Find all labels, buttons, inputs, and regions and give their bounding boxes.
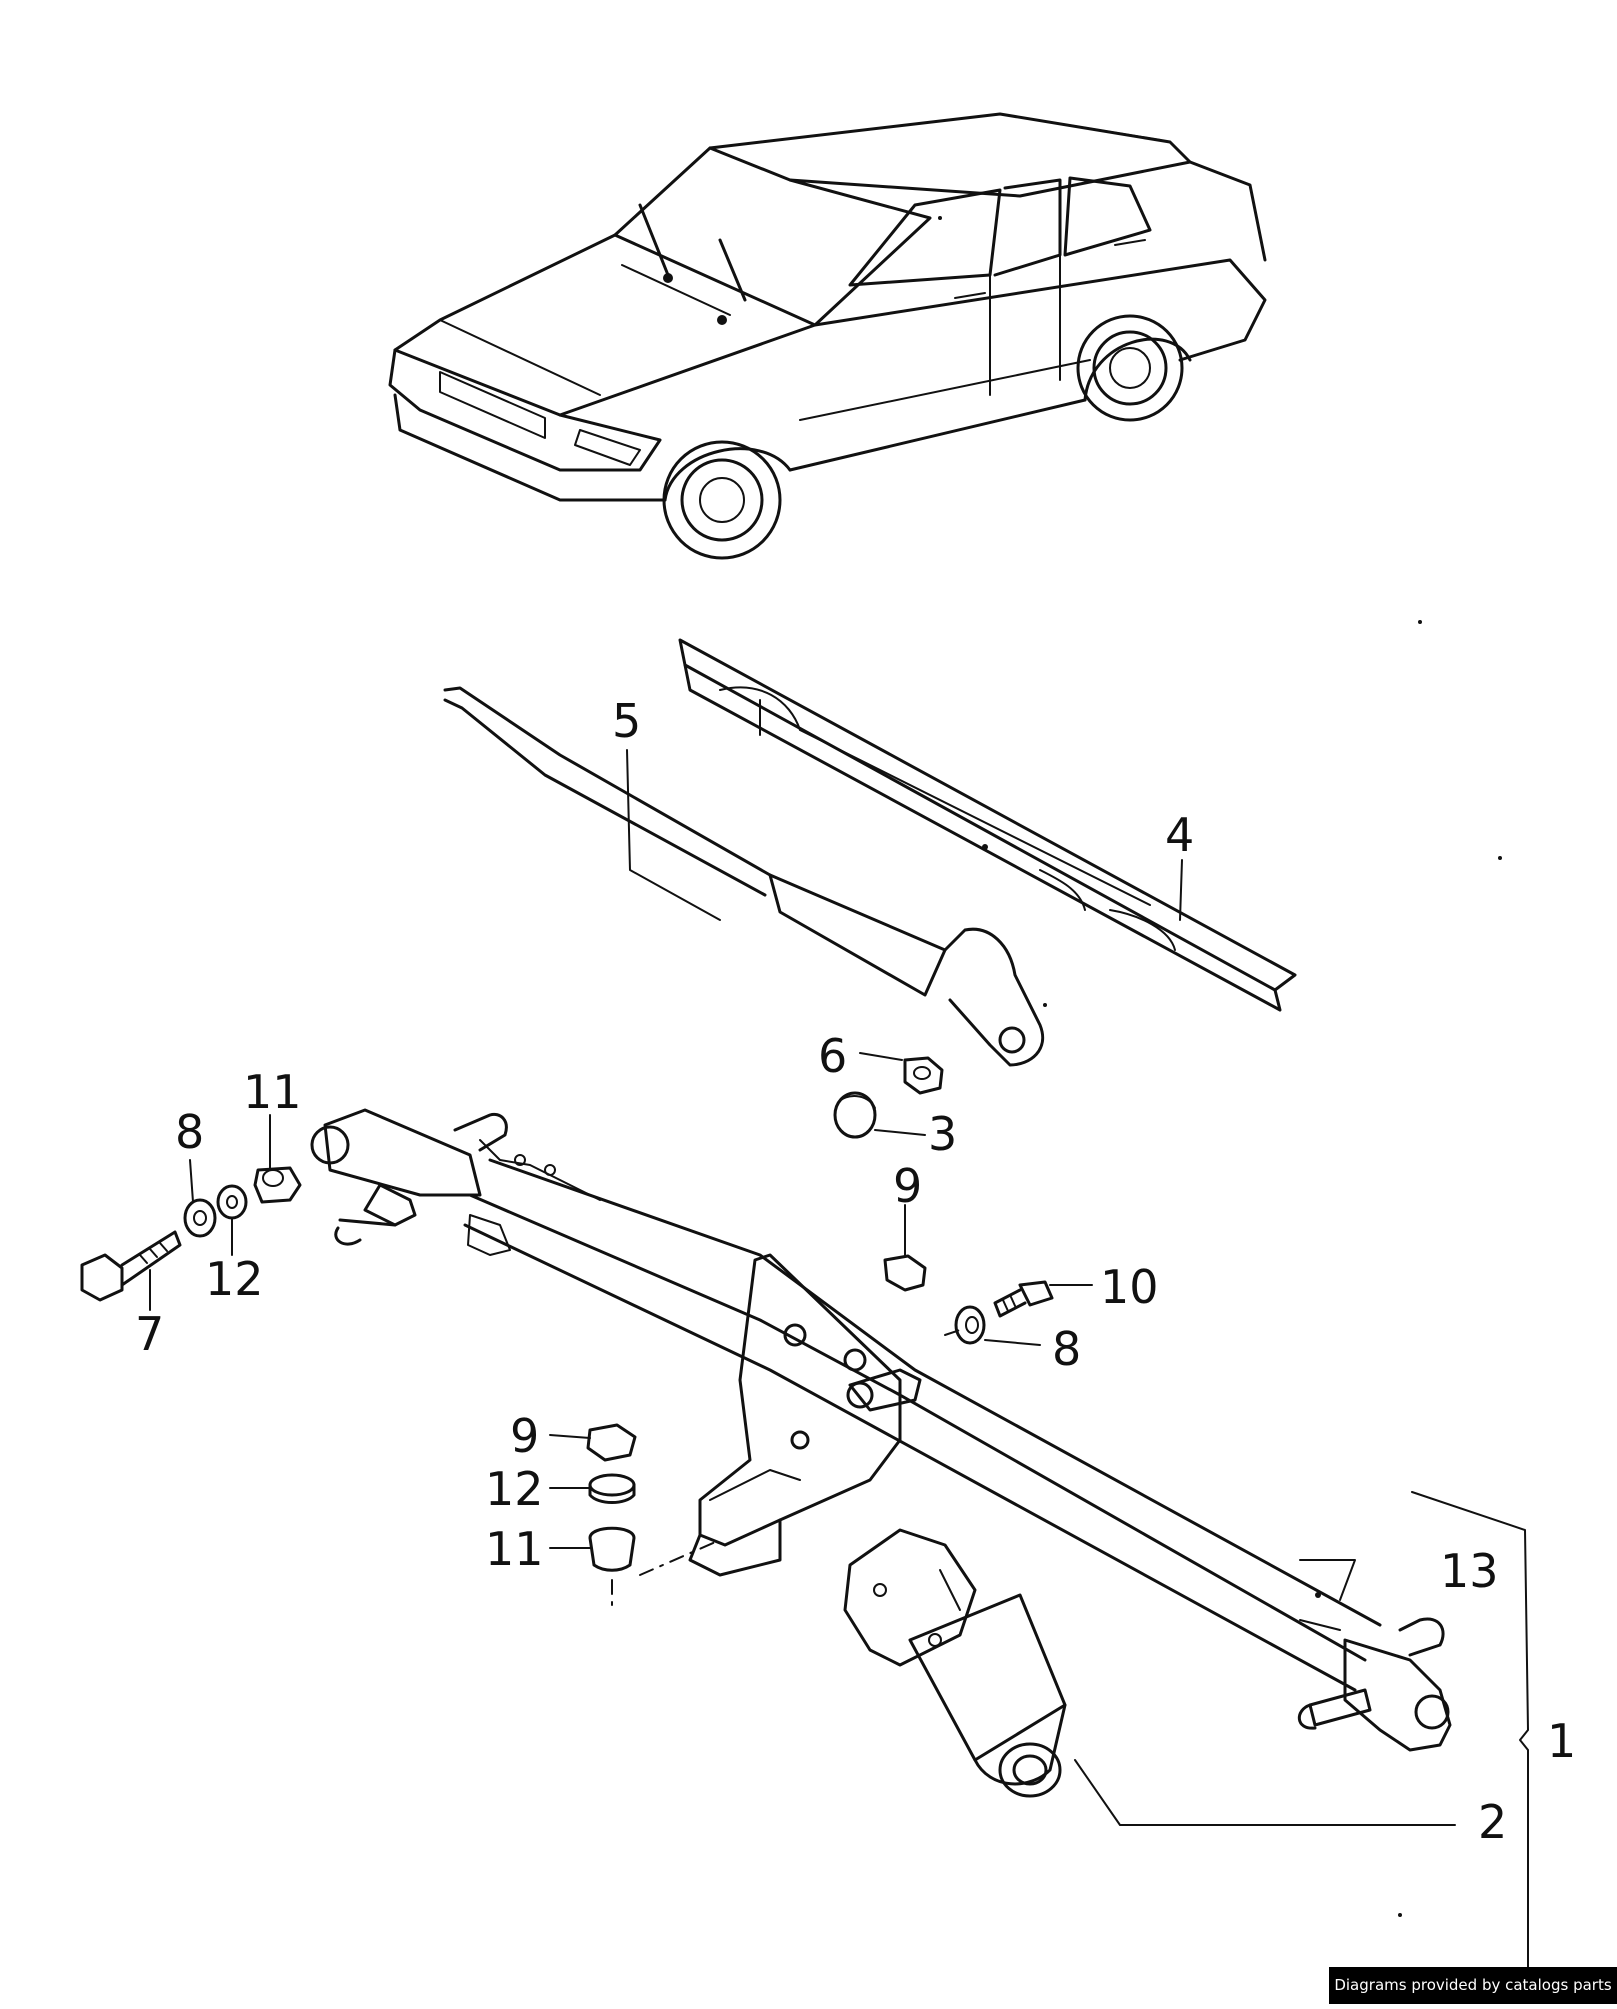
wiper-arm <box>443 686 1045 1067</box>
leader-lines <box>149 749 1529 2001</box>
callout-6: 6 <box>818 1029 847 1083</box>
callout-2: 2 <box>1478 1795 1507 1849</box>
callout-3: 3 <box>928 1107 957 1161</box>
callout-8-right: 8 <box>1052 1322 1081 1376</box>
callout-12-lower: 12 <box>485 1462 544 1516</box>
wiper-linkage-frame <box>310 1108 1452 1752</box>
callout-11-upper: 11 <box>243 1065 302 1119</box>
callout-8-left: 8 <box>175 1105 204 1159</box>
car-illustration <box>388 112 1267 560</box>
callout-4: 4 <box>1165 808 1194 862</box>
diagram-credit-banner: Diagrams provided by catalogs parts <box>1329 1967 1617 2004</box>
callout-10: 10 <box>1100 1260 1159 1314</box>
callout-7: 7 <box>135 1307 164 1361</box>
wiper-motor <box>843 1528 1067 1798</box>
callout-13: 13 <box>1440 1544 1499 1598</box>
callout-5: 5 <box>612 694 641 748</box>
callout-11-lower: 11 <box>485 1522 544 1576</box>
callout-9-upper: 9 <box>893 1159 922 1213</box>
callout-1: 1 <box>1547 1714 1576 1768</box>
callout-labels: 1 2 3 4 5 6 7 8 8 9 9 10 11 11 12 12 13 <box>135 694 1576 1849</box>
wiper-blade <box>678 638 1297 1012</box>
callout-9-lower: 9 <box>510 1409 539 1463</box>
callout-12-left: 12 <box>205 1252 264 1306</box>
hardware-parts <box>80 1056 1054 1611</box>
